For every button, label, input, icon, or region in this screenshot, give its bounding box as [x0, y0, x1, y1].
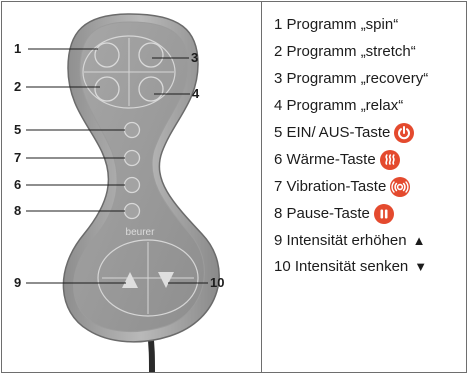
power-icon — [394, 123, 414, 143]
legend-text-stretch: 2 Programm „stretch“ — [274, 39, 416, 65]
legend-item-vibration: 7 Vibration-Taste — [274, 173, 428, 200]
vibration-button[interactable] — [125, 151, 140, 166]
callout-label-2: 2 — [14, 79, 21, 94]
arrow-up-icon: ▲ — [413, 228, 426, 254]
legend-item-stretch: 2 Programm „stretch“ — [274, 39, 428, 66]
legend-item-pause: 8 Pause-Taste — [274, 200, 428, 227]
legend-item-power: 5 EIN/ AUS-Taste — [274, 120, 428, 147]
callout-label-5: 5 — [14, 122, 21, 137]
callout-label-6: 6 — [14, 177, 21, 192]
callout-label-8: 8 — [14, 203, 21, 218]
legend-text-pause: 8 Pause-Taste — [274, 201, 370, 227]
legend-panel: 1 Programm „spin“ 2 Programm „stretch“ 3… — [262, 2, 466, 372]
intensity-pad — [98, 240, 198, 316]
legend-item-recovery: 3 Programm „recovery“ — [274, 66, 428, 93]
legend-text-heat: 6 Wärme-Taste — [274, 147, 376, 173]
legend-text-vibration: 7 Vibration-Taste — [274, 174, 386, 200]
brand-logo: beurer — [126, 227, 156, 238]
legend-item-spin: 1 Programm „spin“ — [274, 12, 428, 39]
remote-control-diagram: beurer — [2, 2, 260, 372]
legend-text-intensity-down: 10 Intensität senken — [274, 254, 408, 280]
power-button[interactable] — [125, 123, 140, 138]
heat-icon — [380, 150, 400, 170]
callout-label-4: 4 — [192, 86, 200, 101]
vibration-icon — [390, 177, 410, 197]
legend-item-intensity-up: 9 Intensität erhöhen ▲ — [274, 227, 428, 254]
legend-item-relax: 4 Programm „relax“ — [274, 93, 428, 120]
legend-item-heat: 6 Wärme-Taste — [274, 146, 428, 173]
legend-text-power: 5 EIN/ AUS-Taste — [274, 120, 390, 146]
legend-text-relax: 4 Programm „relax“ — [274, 93, 403, 119]
remote-face — [74, 22, 205, 332]
device-illustration-panel: beurer — [2, 2, 261, 372]
callout-label-3: 3 — [191, 50, 198, 65]
legend-list: 1 Programm „spin“ 2 Programm „stretch“ 3… — [274, 12, 428, 281]
legend-text-intensity-up: 9 Intensität erhöhen — [274, 228, 407, 254]
legend-text-recovery: 3 Programm „recovery“ — [274, 66, 428, 92]
callout-label-1: 1 — [14, 41, 21, 56]
heat-button[interactable] — [125, 178, 140, 193]
legend-text-spin: 1 Programm „spin“ — [274, 12, 398, 38]
program-buttons — [83, 36, 175, 108]
callout-label-10: 10 — [210, 275, 224, 290]
callout-label-7: 7 — [14, 150, 21, 165]
pause-button[interactable] — [125, 204, 140, 219]
arrow-down-icon: ▼ — [414, 254, 427, 280]
pause-icon — [374, 204, 394, 224]
legend-item-intensity-down: 10 Intensität senken ▼ — [274, 254, 428, 281]
callout-label-9: 9 — [14, 275, 21, 290]
